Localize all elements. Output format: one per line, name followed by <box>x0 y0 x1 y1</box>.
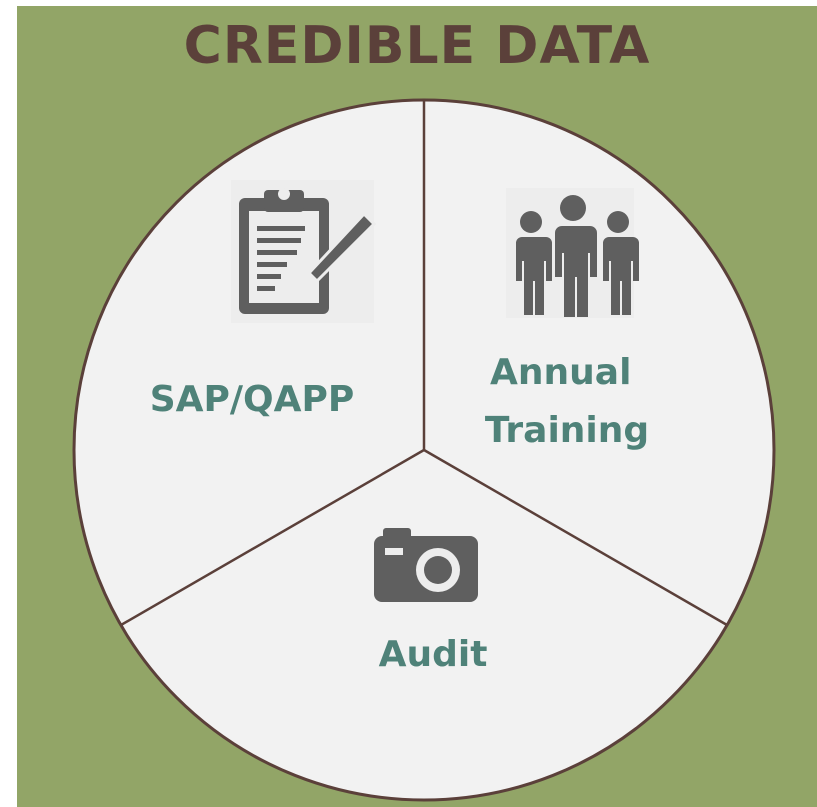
diagram-panel: CREDIBLE DATA <box>17 6 817 807</box>
segment-label-sap-qapp: SAP/QAPP <box>150 379 355 420</box>
segment-label-annual-training: Annual Training <box>485 352 649 451</box>
diagram-title: CREDIBLE DATA <box>183 16 651 76</box>
segment-label-training: Training <box>485 410 649 451</box>
camera-icon <box>374 528 478 602</box>
cycle-diagram: SAP/QAPP Annual Training Audit <box>72 98 776 802</box>
segment-label-annual: Annual <box>490 352 631 393</box>
divider-right <box>423 448 728 627</box>
divider-left <box>120 448 425 627</box>
people-group-icon <box>506 188 639 318</box>
segment-label-audit: Audit <box>379 634 488 675</box>
clipboard-pencil-icon <box>231 180 377 323</box>
